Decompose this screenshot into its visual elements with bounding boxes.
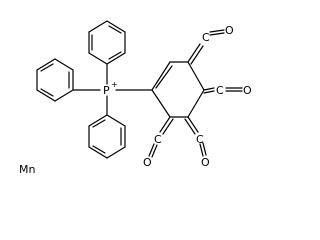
cyclohexene-ring — [151, 61, 205, 118]
phosphorus-atom: P — [103, 84, 110, 97]
phenyl-ring-left — [36, 58, 74, 102]
counter-ion-label: Mn — [19, 163, 36, 176]
exocyclic-double-bonds — [159, 43, 215, 135]
phosphorus-charge: + — [111, 80, 118, 89]
carbonyl-double-bonds — [148, 29, 243, 158]
carbon-atom-top: C — [202, 31, 210, 44]
oxygen-atom-right: O — [243, 84, 252, 97]
phenyl-ring-top — [88, 20, 126, 65]
phenyl-ring-bottom — [88, 114, 126, 159]
structure-diagram: P + C O C O C O C O Mn — [19, 20, 252, 176]
atom-labels: P + C O C O C O C O — [103, 24, 252, 169]
oxygen-atom-bottom-left: O — [143, 156, 152, 169]
carbon-atom-bottom-right: C — [196, 133, 204, 146]
carbon-atom-right: C — [216, 84, 224, 97]
carbon-atom-bottom-left: C — [154, 133, 162, 146]
molecule-drawing: P + C O C O C O C O — [36, 20, 252, 169]
oxygen-atom-top: O — [225, 24, 234, 37]
oxygen-atom-bottom-right: O — [201, 156, 210, 169]
